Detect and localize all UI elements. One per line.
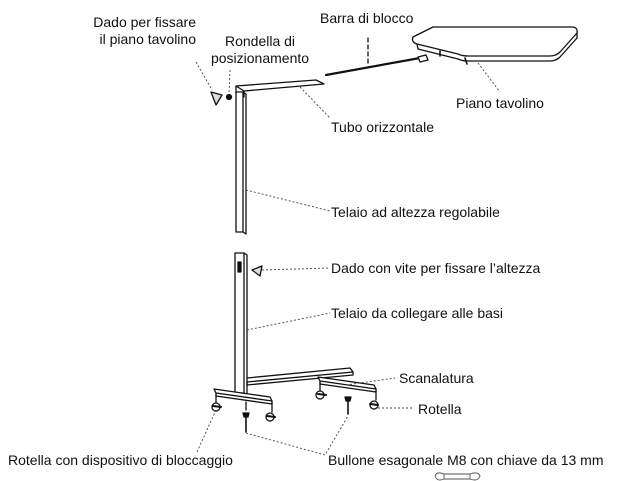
table-nut-part (210, 91, 233, 106)
lock-bar-label: Barra di blocco (320, 10, 414, 26)
hex-bolts-part (242, 396, 352, 433)
base-frame-label: Telaio da collegare alle basi (331, 305, 503, 321)
horizontal-tube-part (235, 79, 325, 98)
washer-label: Rondella di posizionamento (210, 33, 310, 67)
height-nut-label: Dado con vite per fissare l’altezza (331, 260, 541, 276)
table-top-part (411, 26, 578, 65)
horizontal-tube-label: Tubo orizzontale (331, 119, 434, 135)
nut-table-label-line1: Dado per fissare (93, 14, 196, 30)
table-top-label: Piano tavolino (456, 95, 544, 111)
caster-label: Rotella (418, 401, 462, 417)
left-base-part (211, 388, 276, 422)
nut-table-label: Dado per fissare il piano tavolino (64, 14, 196, 48)
wrench-icon (434, 472, 481, 481)
groove-label: Scanalatura (399, 370, 474, 386)
leader-lines (195, 61, 501, 456)
locking-caster-label: Rotella con dispositivo di bloccaggio (8, 452, 233, 468)
height-nut-part (251, 265, 263, 277)
nut-table-label-line2: il piano tavolino (99, 31, 196, 47)
washer-label-line2: posizionamento (210, 50, 310, 66)
washer-label-line1: Rondella di (224, 33, 296, 49)
adjustable-frame-part (235, 91, 247, 235)
right-base-part (315, 376, 379, 410)
hex-bolt-label: Bullone esagonale M8 con chiave da 13 mm (328, 452, 604, 468)
lock-bar-part (324, 37, 429, 77)
adjustable-frame-label: Telaio ad altezza regolabile (331, 204, 500, 220)
